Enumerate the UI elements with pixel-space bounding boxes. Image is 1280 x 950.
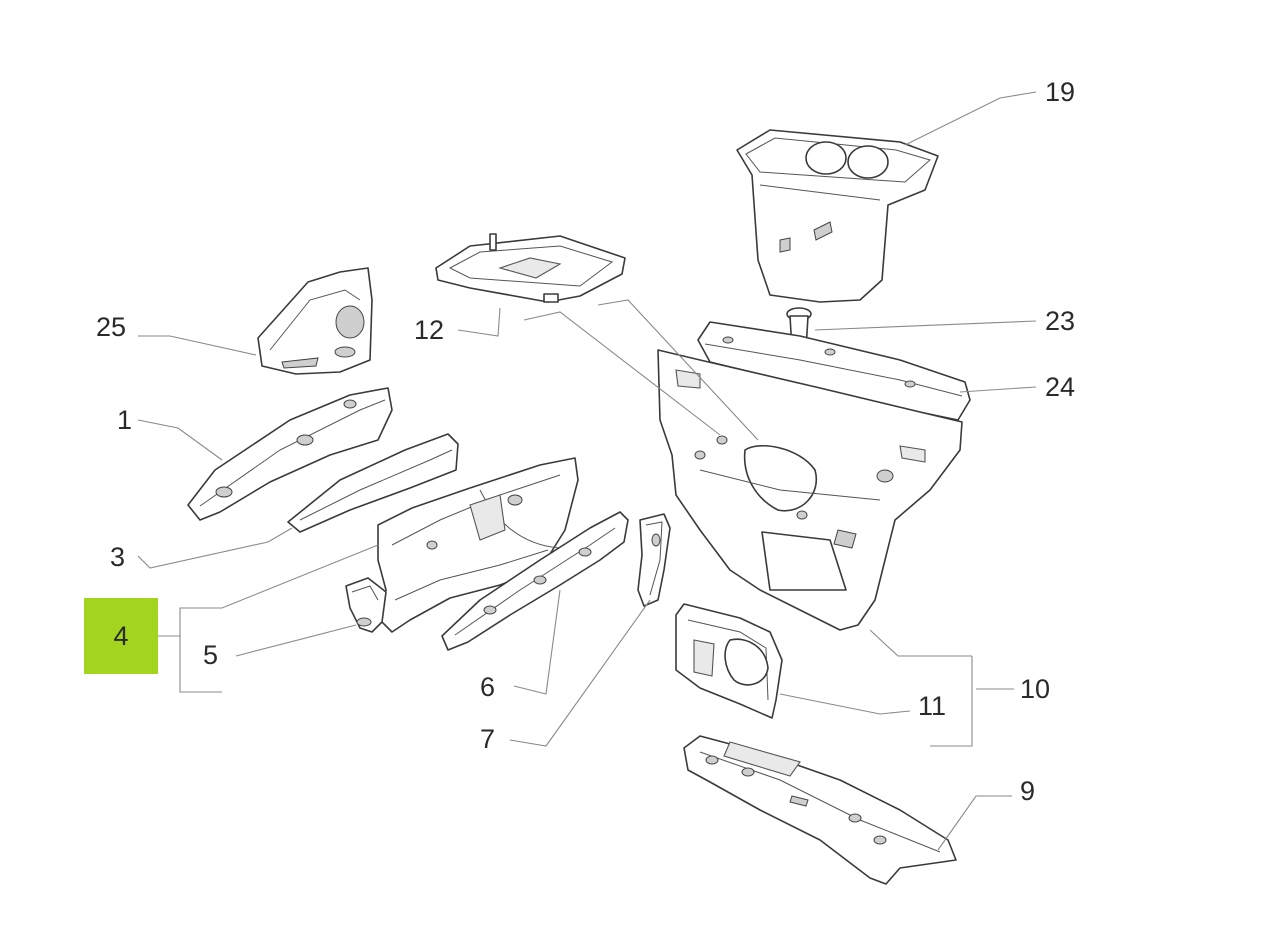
label-11: 11 <box>918 691 946 721</box>
part-11-panel[interactable] <box>675 603 783 719</box>
label-5: 5 <box>203 640 218 670</box>
callout-labels: 19 23 24 25 1 3 12 5 6 7 11 10 9 <box>96 77 1075 806</box>
label-9: 9 <box>1020 776 1035 806</box>
label-19: 19 <box>1045 77 1075 107</box>
part-5-bracket[interactable] <box>345 577 387 633</box>
label-25: 25 <box>96 312 126 342</box>
label-7: 7 <box>480 724 495 754</box>
label-12: 12 <box>414 315 444 345</box>
leader-lines <box>137 91 1037 851</box>
part-12-tray[interactable] <box>435 233 626 303</box>
part-19-housing[interactable] <box>736 129 939 303</box>
label-24: 24 <box>1045 372 1075 402</box>
part-3-inner-panel[interactable] <box>287 433 459 533</box>
part-7-bracket[interactable] <box>637 513 671 607</box>
label-3: 3 <box>110 542 125 572</box>
part-6-lower-member[interactable] <box>441 511 629 651</box>
part-1-side-member[interactable] <box>187 387 393 521</box>
part-25-bracket[interactable] <box>257 267 373 375</box>
label-4[interactable]: 4 <box>113 620 129 651</box>
label-1: 1 <box>117 405 132 435</box>
part-10-bulkhead[interactable] <box>657 349 963 631</box>
label-6: 6 <box>480 672 495 702</box>
highlight-box[interactable] <box>84 598 158 674</box>
label-23: 23 <box>1045 306 1075 336</box>
label-10: 10 <box>1020 674 1050 704</box>
part-4-wheelhouse-panel[interactable] <box>377 457 579 633</box>
part-9-lower-crossmember[interactable] <box>683 735 957 885</box>
